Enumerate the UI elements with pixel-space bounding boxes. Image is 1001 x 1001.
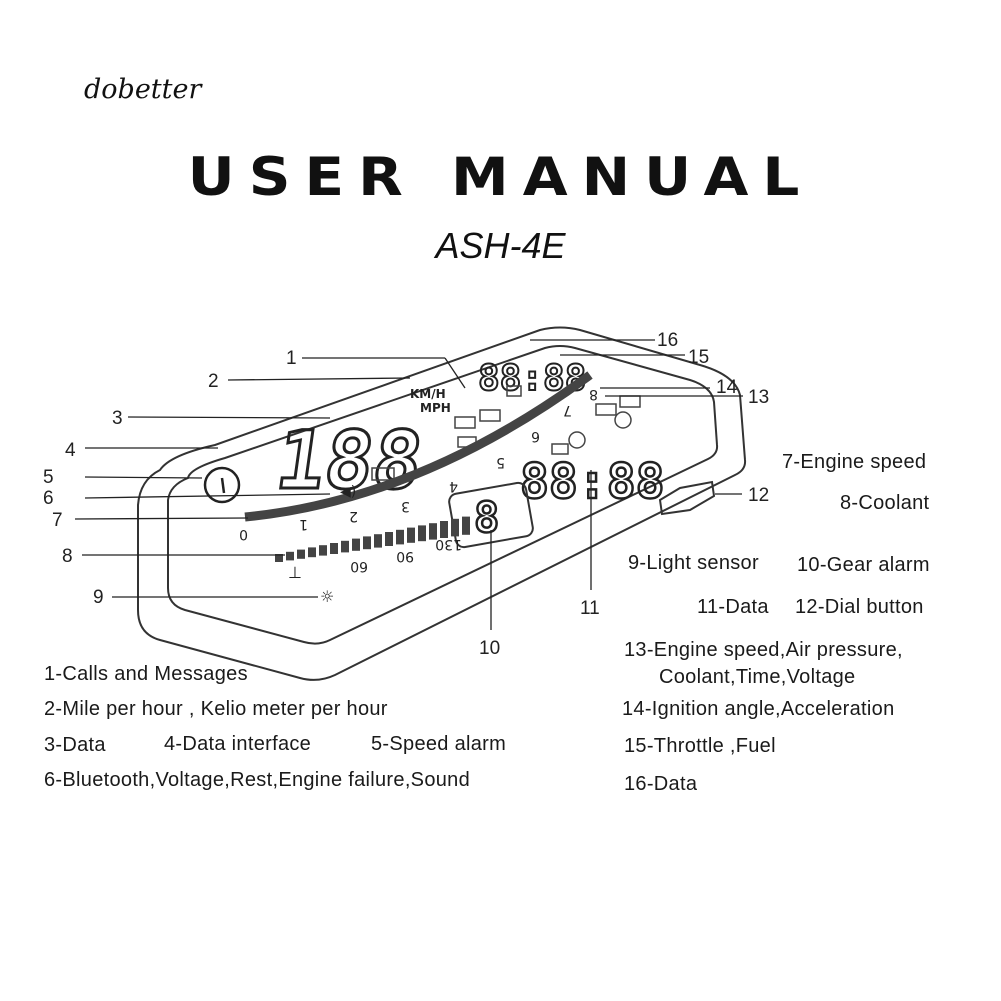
data-digits: 88:88 bbox=[520, 454, 665, 510]
device-body bbox=[137, 326, 747, 681]
legend-4: 4-Data interface bbox=[164, 733, 312, 755]
rpm-tick-label: 4 bbox=[449, 478, 458, 494]
callout-lines bbox=[74, 339, 743, 630]
legend-13a: 13-Engine speed,Air pressure, bbox=[624, 639, 903, 661]
speed-alarm-mark bbox=[220, 477, 226, 494]
legend-12: 12-Dial button bbox=[795, 596, 924, 618]
rpm-arc bbox=[244, 371, 593, 522]
coolant-tick-label: 90 bbox=[396, 548, 414, 564]
speed-alarm-icon bbox=[203, 466, 241, 504]
coolant-bar bbox=[363, 536, 371, 550]
coolant-bar bbox=[429, 523, 437, 540]
coolant-bar bbox=[275, 554, 283, 562]
coolant-bar bbox=[418, 525, 426, 542]
coolant-scale: 60 90 130 bbox=[350, 536, 462, 574]
coolant-bar bbox=[374, 534, 382, 548]
rpm-tick-label: 8 bbox=[589, 386, 598, 402]
coolant-bar bbox=[385, 532, 393, 546]
callout-number-4: 4 bbox=[65, 440, 76, 461]
rpm-tick-label: 1 bbox=[299, 516, 308, 532]
coolant-bar bbox=[286, 551, 294, 561]
legend-2: 2-Mile per hour , Kelio meter per hour bbox=[44, 698, 388, 720]
coolant-tick-label: 60 bbox=[350, 558, 368, 574]
status-icons: ◀) bbox=[340, 385, 641, 500]
rpm-tick-label: 7 bbox=[563, 402, 572, 418]
legend-3: 3-Data bbox=[44, 734, 106, 756]
callout-number-11: 11 bbox=[580, 598, 600, 619]
unit-mph: MPH bbox=[420, 401, 451, 415]
page-title: USER MANUAL bbox=[187, 146, 814, 208]
thermometer-icon: ⊥ bbox=[288, 563, 302, 582]
legend-1: 1-Calls and Messages bbox=[44, 663, 248, 685]
legend-5: 5-Speed alarm bbox=[371, 733, 507, 755]
coolant-bar bbox=[462, 516, 470, 535]
light-sensor-icon: ☼ bbox=[320, 587, 334, 606]
dial-button bbox=[658, 480, 716, 516]
callout-number-6: 6 bbox=[43, 488, 54, 509]
callout-number-8: 8 bbox=[62, 546, 73, 567]
coolant-bar bbox=[440, 521, 448, 538]
legend-9: 9-Light sensor bbox=[628, 552, 759, 574]
speed-digits: 188 bbox=[271, 413, 429, 507]
callout-number-2: 2 bbox=[208, 371, 219, 392]
brand-logo-text: dobetter bbox=[84, 74, 202, 105]
rpm-tick-label: 3 bbox=[401, 498, 410, 514]
coolant-tick-label: 130 bbox=[435, 536, 462, 552]
legend-14: 14-Ignition angle,Acceleration bbox=[622, 698, 895, 720]
coolant-bar bbox=[352, 538, 360, 551]
rpm-tick-label: 2 bbox=[349, 508, 358, 524]
legend-10: 10-Gear alarm bbox=[797, 554, 930, 576]
callout-number-14: 14 bbox=[716, 377, 738, 398]
legend-16: 16-Data bbox=[624, 773, 698, 795]
legend-11: 11-Data bbox=[697, 596, 769, 618]
callout-number-13: 13 bbox=[748, 387, 769, 408]
callout-number-15: 15 bbox=[688, 347, 709, 368]
coolant-bar bbox=[319, 545, 327, 556]
legend-15: 15-Throttle ,Fuel bbox=[624, 735, 776, 757]
coolant-bar bbox=[407, 527, 415, 543]
model-name: ASH-4E bbox=[435, 225, 566, 266]
callout-number-7: 7 bbox=[52, 510, 63, 531]
callout-number-5: 5 bbox=[43, 467, 54, 488]
rpm-tick-label: 0 bbox=[239, 526, 248, 542]
svg-text:◀): ◀) bbox=[340, 484, 356, 500]
rpm-tick-label: 5 bbox=[496, 454, 505, 470]
callout-number-10: 10 bbox=[479, 638, 500, 659]
callout-number-1: 1 bbox=[286, 348, 297, 369]
unit-kmh: KM/H bbox=[410, 387, 446, 401]
coolant-bar bbox=[330, 543, 338, 554]
rpm-scale: 0 1 2 3 4 5 6 7 8 bbox=[239, 386, 598, 542]
gear-digit: 8 bbox=[474, 493, 499, 542]
coolant-bar bbox=[396, 529, 404, 545]
legend-6: 6-Bluetooth,Voltage,Rest,Engine failure,… bbox=[44, 769, 471, 791]
coolant-bars bbox=[275, 516, 470, 562]
legend-8: 8-Coolant bbox=[840, 492, 930, 514]
legend-7: 7-Engine speed bbox=[782, 451, 927, 473]
callout-number-3: 3 bbox=[112, 408, 123, 429]
rpm-tick-label: 6 bbox=[531, 428, 540, 444]
callout-number-9: 9 bbox=[93, 587, 104, 608]
callout-number-12: 12 bbox=[748, 485, 769, 506]
coolant-bar bbox=[297, 549, 305, 559]
legend-13b: Coolant,Time,Voltage bbox=[659, 666, 856, 688]
callout-number-16: 16 bbox=[657, 330, 678, 351]
coolant-bar bbox=[308, 547, 316, 558]
coolant-bar bbox=[451, 518, 459, 537]
coolant-bar bbox=[341, 540, 349, 553]
